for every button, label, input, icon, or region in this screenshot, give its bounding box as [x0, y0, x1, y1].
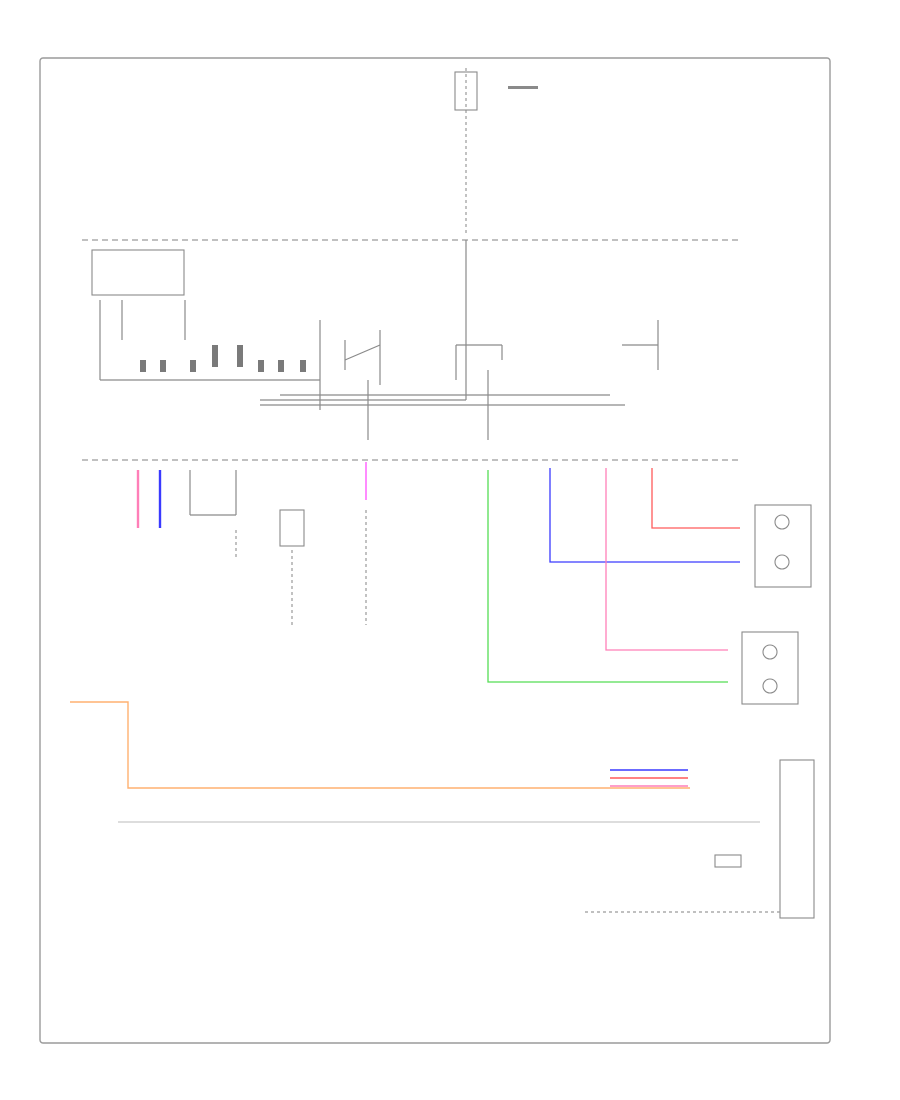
top-fuse-feed: [454, 68, 538, 235]
wire-orange: [70, 701, 690, 789]
headlamp-relay-center: [260, 240, 503, 401]
headlamp-upper-right: [754, 504, 812, 588]
combination-switch: [91, 249, 320, 381]
diagram-frame: [39, 57, 831, 1044]
wire-pink-right: [605, 468, 728, 651]
wire-green: [487, 470, 728, 683]
wire-blue-right: [549, 468, 740, 563]
headlamp-relay-left: [319, 320, 381, 410]
switch-connector-pins: [140, 345, 306, 372]
left-ground-circuits: [189, 470, 367, 625]
wire-red-right: [651, 468, 740, 529]
headlamp-relay-right: [622, 320, 659, 370]
combination-meter: [585, 759, 815, 919]
headlamp-lower-right: [741, 631, 799, 705]
